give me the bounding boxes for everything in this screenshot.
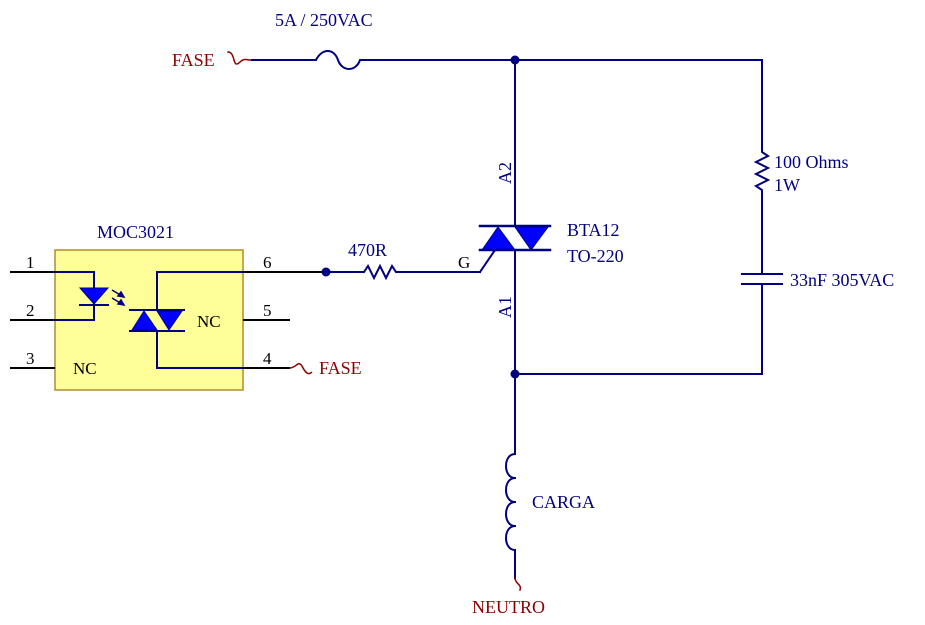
fase-top-label: FASE — [172, 50, 215, 70]
neutral-label: NEUTRO — [472, 597, 545, 617]
pin-5-label: 5 — [263, 301, 272, 320]
gate-resistor-symbol — [359, 263, 401, 281]
load-inductor-symbol — [505, 452, 517, 552]
snubber-resistor-power-label: 1W — [774, 175, 800, 195]
led-emission-arrows — [111, 289, 126, 307]
gate-resistor-label: 470R — [348, 240, 387, 260]
load-label: CARGA — [532, 492, 595, 512]
triac-triangle-left — [481, 226, 516, 251]
led-wiring-bottom — [54, 303, 95, 321]
ic-name-label: MOC3021 — [97, 222, 174, 242]
triac-gate-lead — [478, 248, 497, 274]
opto-triac-wiring-bottom — [156, 330, 244, 369]
nc-left-label: NC — [73, 359, 97, 378]
pin-2-label: 2 — [26, 301, 35, 320]
capacitor-label: 33nF 305VAC — [790, 270, 894, 290]
opto-triac-wiring-top — [156, 271, 244, 311]
fase-top-squiggle — [227, 51, 253, 65]
fuse-rating-label: 5A / 250VAC — [275, 10, 373, 30]
fase-right-label: FASE — [319, 358, 362, 378]
triac-a2-label: A2 — [495, 162, 515, 184]
pin-4-label: 4 — [263, 349, 272, 368]
triac-part-label: BTA12 — [567, 220, 620, 240]
fase-right-squiggle — [289, 363, 313, 375]
led-triangle — [78, 287, 110, 305]
snubber-resistor-value-label: 100 Ohms — [774, 152, 849, 172]
triac-triangle-right — [514, 226, 549, 251]
neutral-squiggle — [514, 577, 522, 591]
triac-a1-label: A1 — [495, 296, 515, 318]
pin-1-label: 1 — [26, 253, 35, 272]
triac-package-label: TO-220 — [567, 246, 624, 266]
fuse-symbol — [299, 50, 369, 70]
gate-pin-label: G — [458, 253, 470, 272]
opto-triac-triangle-right — [156, 310, 183, 331]
snubber-resistor-symbol — [753, 147, 771, 195]
nc-right-label: NC — [197, 312, 221, 331]
pin-3-label: 3 — [26, 349, 35, 368]
led-wiring — [54, 271, 95, 289]
pin-6-label: 6 — [263, 253, 272, 272]
